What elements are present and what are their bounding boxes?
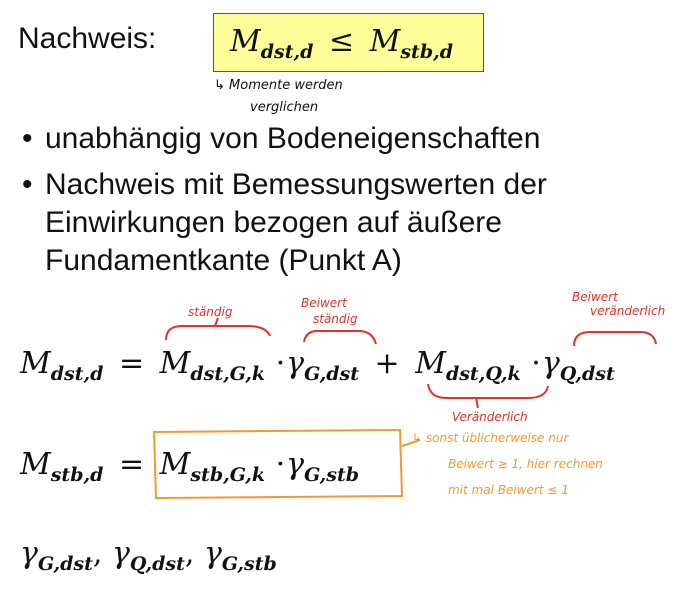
eq1-lhs: M [20, 346, 51, 381]
equation-m-dst-d: Mdst,d = Mdst,G,k ·γG,dst + Mdst,Q,k ·γQ… [20, 346, 615, 385]
bullet-dot-icon: • [22, 122, 33, 155]
bullet-item: • unabhängig von Bodeneigenschaften [0, 120, 645, 158]
formula-lhs-sub: dst,d [260, 41, 314, 63]
eq1-term2: M [415, 346, 446, 381]
annotation-orange-line3: mit mal Beiwert ≤ 1 [448, 483, 569, 497]
annotation-beiwert-staendig-1: Beiwert [301, 296, 347, 310]
eq2-lhs-sub: stb,d [50, 464, 104, 486]
equation-partial-factors: γG,dst, γQ,dst, γG,stb [20, 536, 277, 575]
multiply-dot: · [275, 346, 286, 381]
annotation-beiwert-veraenderlich-2: veränderlich [590, 304, 666, 318]
brace-veraenderlich-tip [475, 397, 479, 409]
eq1-gamma2-sub: Q,dst [559, 363, 615, 385]
plus-sign: + [374, 346, 400, 381]
eq1-gamma2: γ [541, 346, 560, 381]
multiply-dot: · [275, 447, 286, 482]
eq1-gamma1-sub: G,dst [304, 363, 359, 385]
bullet-dot-icon: • [22, 168, 33, 201]
bullet-text: unabhängig von Bodeneigenschaften [45, 122, 541, 155]
brace-beiwert-staendig [303, 329, 377, 345]
multiply-dot: · [531, 346, 541, 381]
comma: , [92, 536, 112, 571]
eq2-term1-sub: stb,G,k [190, 464, 266, 486]
brace-staendig-tip [214, 317, 219, 327]
annotation-veraenderlich: Veränderlich [452, 410, 528, 424]
comma: , [184, 536, 204, 571]
brace-staendig [165, 325, 271, 341]
nachweis-label: Nachweis: [18, 22, 157, 55]
equals-sign: = [118, 346, 145, 381]
brace-veraenderlich [427, 383, 549, 399]
orange-highlight-box [152, 428, 404, 500]
eq2-lhs: M [20, 447, 51, 482]
annotation-orange-line1: ↳ sonst üblicherweise nur [412, 431, 569, 445]
eq1-lhs-sub: dst,d [50, 363, 104, 385]
orange-connector [401, 439, 421, 447]
formula-rhs: M [369, 24, 401, 59]
annotation-orange-line2: Beiwert ≥ 1, hier rechnen [448, 457, 603, 471]
handwritten-note-line1: ↳ Momente werden [214, 78, 343, 93]
eq3-gamma-b-sub: Q,dst [129, 553, 185, 575]
eq2-gamma1-sub: G,stb [304, 464, 359, 486]
formula-operator: ≤ [328, 24, 355, 59]
eq1-gamma1: γ [286, 346, 305, 381]
equation-m-stb-d: Mstb,d = Mstb,G,k ·γG,stb [20, 447, 359, 486]
eq3-gamma-c: γ [203, 536, 222, 571]
bullet-list: • unabhängig von Bodeneigenschaften • Na… [0, 120, 645, 284]
equals-sign: = [118, 447, 145, 482]
formula-rhs-sub: stb,d [400, 41, 454, 63]
eq3-gamma-a: γ [20, 536, 38, 571]
eq1-term1-sub: dst,G,k [190, 363, 266, 385]
annotation-staendig: ständig [188, 305, 233, 319]
eq1-term2-sub: dst,Q,k [445, 363, 521, 385]
brace-beiwert-veraenderlich [573, 331, 657, 347]
eq3-gamma-a-sub: G,dst [37, 553, 93, 575]
eq3-gamma-c-sub: G,stb [221, 553, 277, 575]
eq1-term1: M [159, 346, 191, 381]
annotation-beiwert-staendig-2: ständig [313, 312, 358, 326]
bullet-text: Nachweis mit Bemessungswerten der Einwir… [45, 168, 547, 277]
eq3-gamma-b: γ [111, 536, 130, 571]
eq2-term1: M [159, 447, 191, 482]
bullet-item: • Nachweis mit Bemessungswerten der Einw… [0, 166, 645, 280]
nachweis-formula: Mdst,d ≤ Mstb,d [230, 24, 453, 63]
annotation-beiwert-veraenderlich-1: Beiwert [572, 290, 618, 304]
formula-lhs: M [230, 24, 261, 59]
handwritten-note-line2: verglichen [250, 100, 319, 115]
eq2-gamma1: γ [286, 447, 305, 482]
nachweis-formula-box: Mdst,d ≤ Mstb,d [213, 13, 484, 72]
